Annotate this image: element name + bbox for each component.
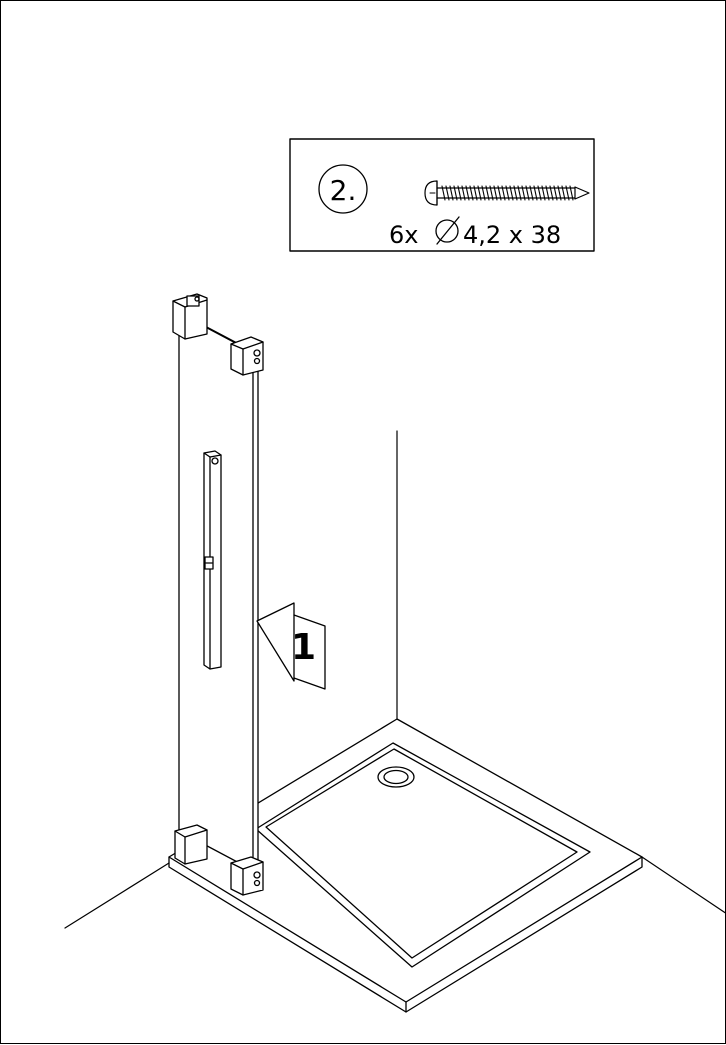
screw-spec: 4,2 x 38 <box>463 221 561 249</box>
wall-bracket-top <box>172 293 208 340</box>
floor-wall-line-left <box>64 862 170 929</box>
parts-box-frame <box>289 138 595 252</box>
callout-label: 1 <box>291 627 316 668</box>
screw-icon <box>424 180 590 206</box>
clamp-bottom-right <box>230 856 264 896</box>
floor-wall-line-right <box>641 856 726 915</box>
step-circle <box>318 164 368 214</box>
glass-panel <box>172 293 264 896</box>
room-lines <box>64 430 726 929</box>
step-number-badge: 2. <box>318 164 368 214</box>
parts-box: 2. 6x 4,2 x 38 <box>289 138 595 252</box>
arrow-icon: 1 <box>256 602 326 690</box>
drain <box>377 766 415 788</box>
shower-tray <box>168 718 643 1013</box>
handle-bar <box>203 450 222 670</box>
clamp-top-right <box>230 336 264 376</box>
diameter-icon <box>435 216 460 245</box>
screw-quantity: 6x <box>389 221 418 249</box>
step-number: 2. <box>330 174 357 207</box>
clamp-bottom-left <box>174 824 208 865</box>
